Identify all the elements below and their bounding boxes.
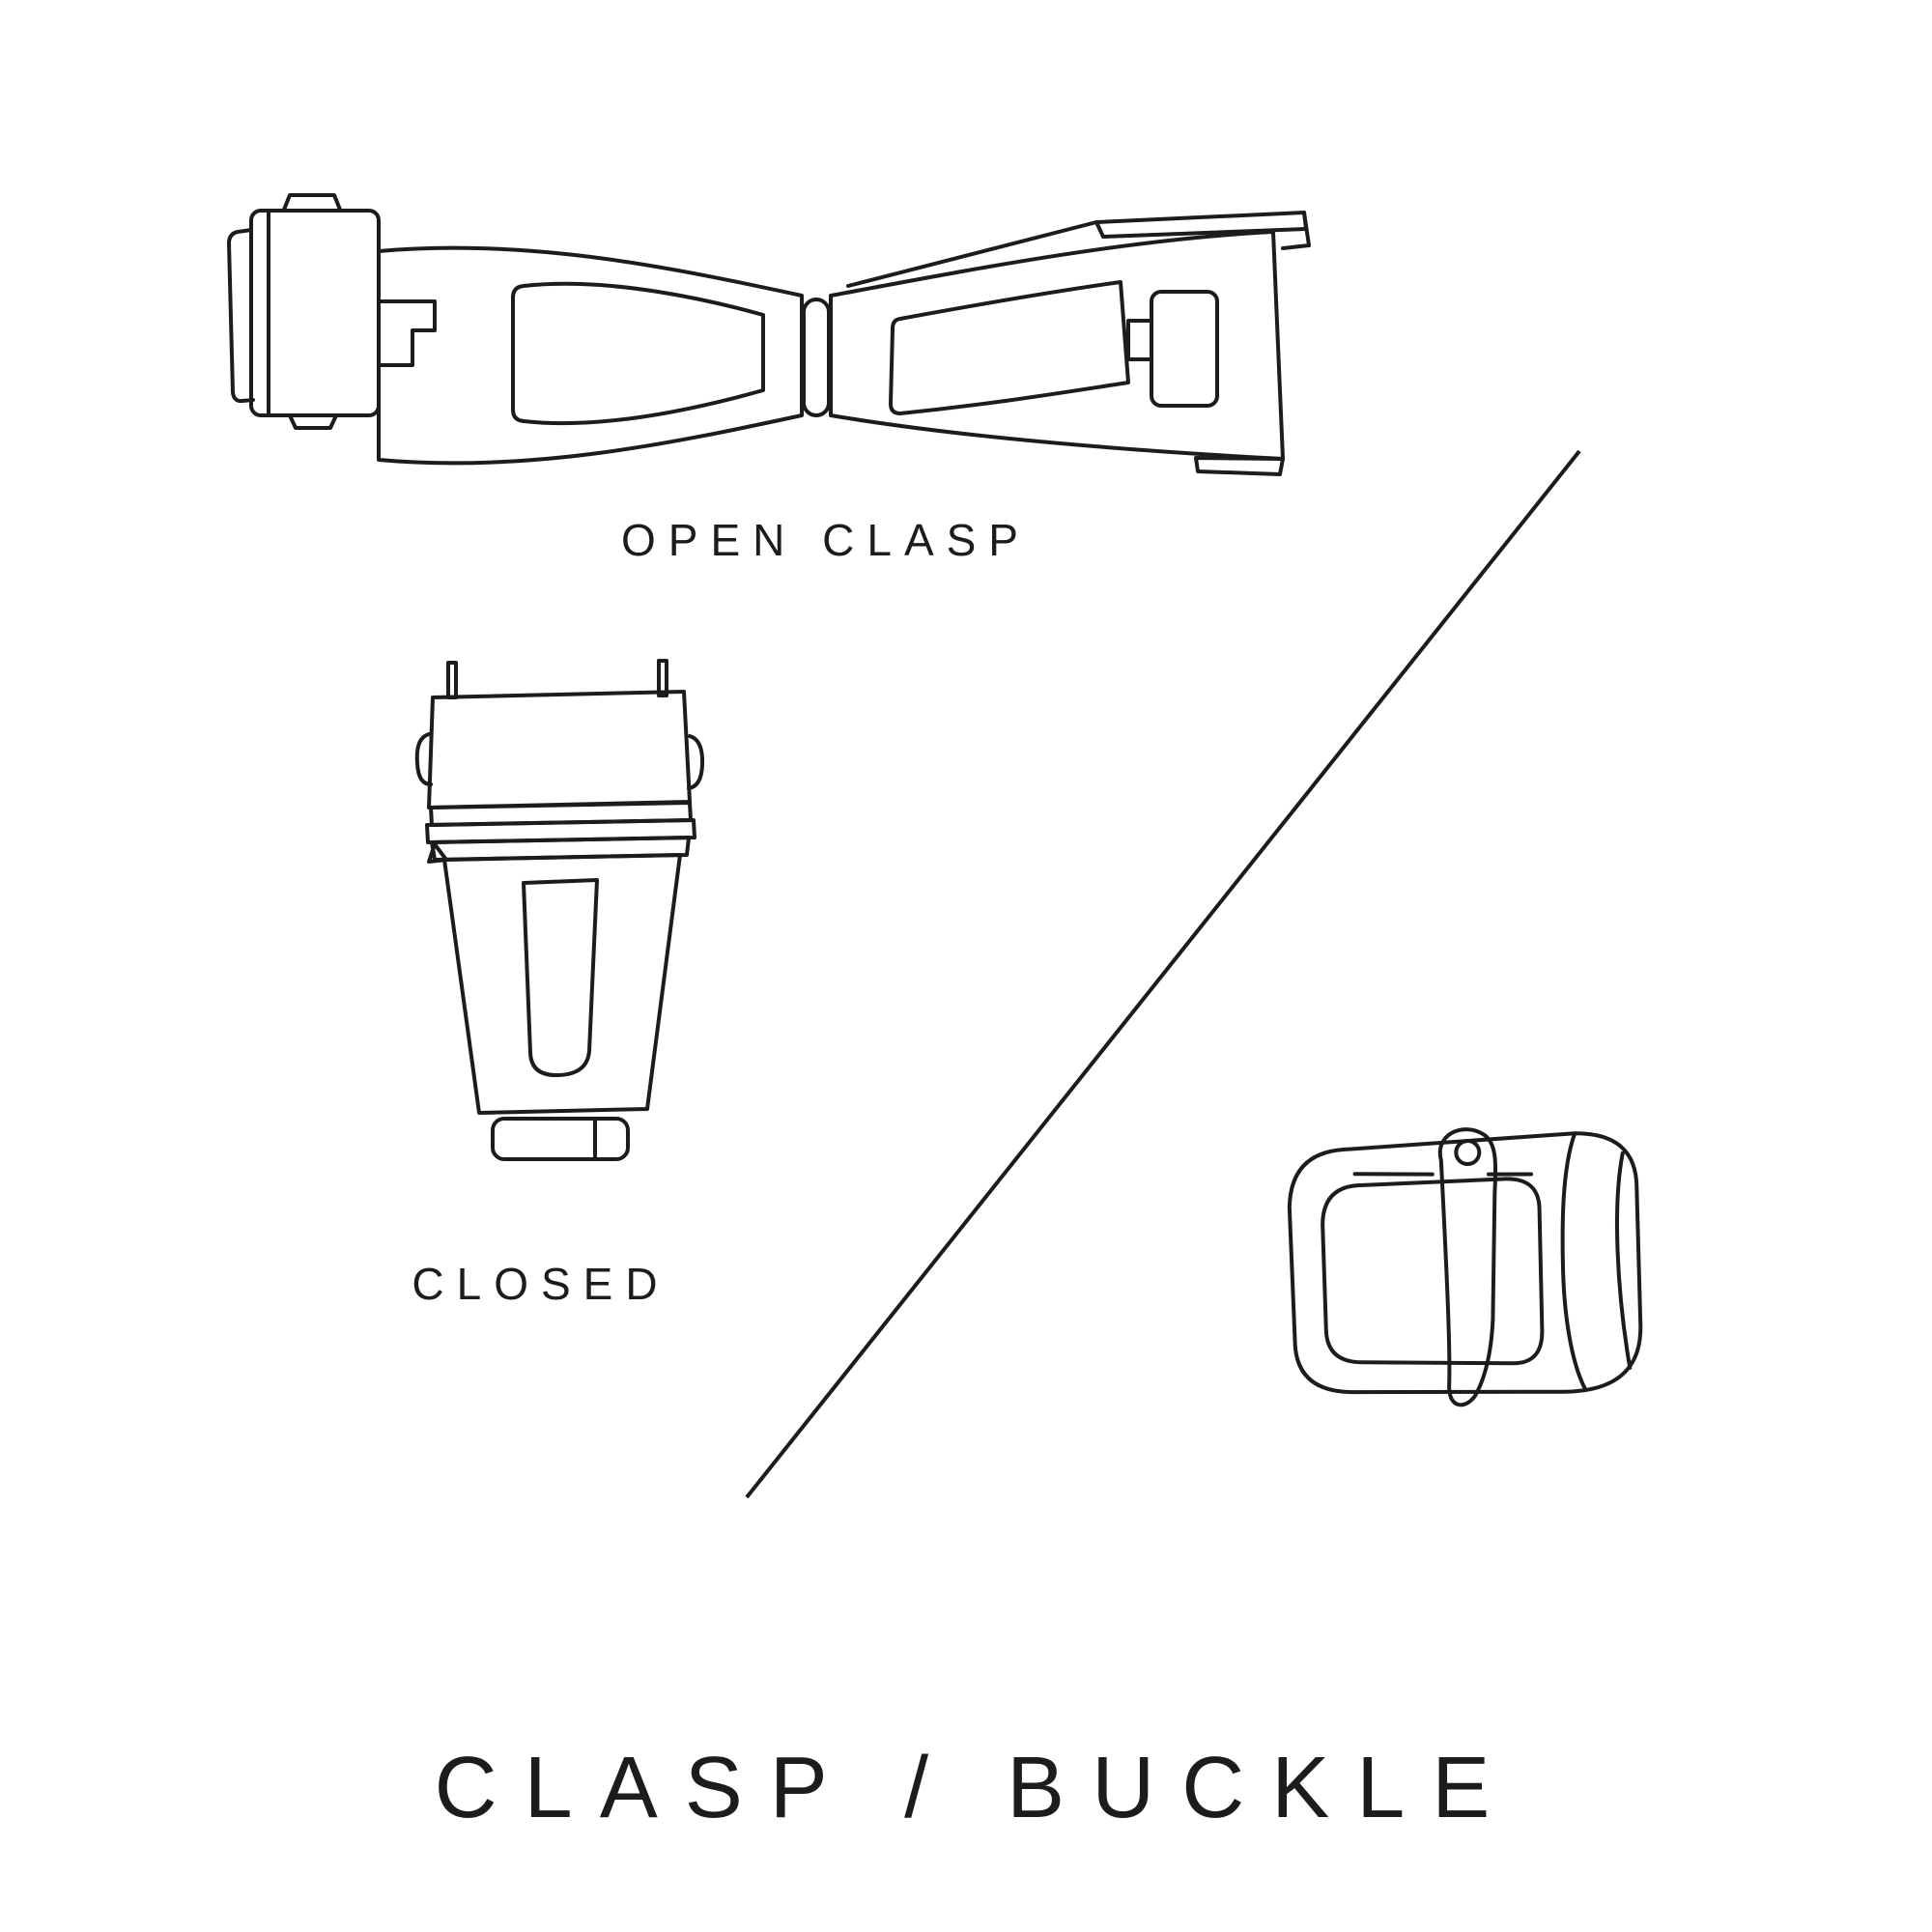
diagonal-divider-line	[745, 449, 1581, 1499]
open-clasp-label: OPEN CLASP	[621, 515, 1031, 565]
open-clasp-figure	[222, 184, 1314, 493]
tang-buckle-illustration	[1287, 1127, 1643, 1407]
closed-clasp-figure	[406, 657, 715, 1217]
diagram-title: CLASP / BUCKLE	[434, 1740, 1518, 1836]
open-clasp-illustration	[227, 193, 1311, 476]
closed-clasp-illustration	[414, 659, 705, 1161]
divider-figure	[729, 440, 1599, 1512]
closed-clasp-label: CLOSED	[412, 1259, 670, 1309]
buckle-figure	[1246, 1090, 1671, 1447]
